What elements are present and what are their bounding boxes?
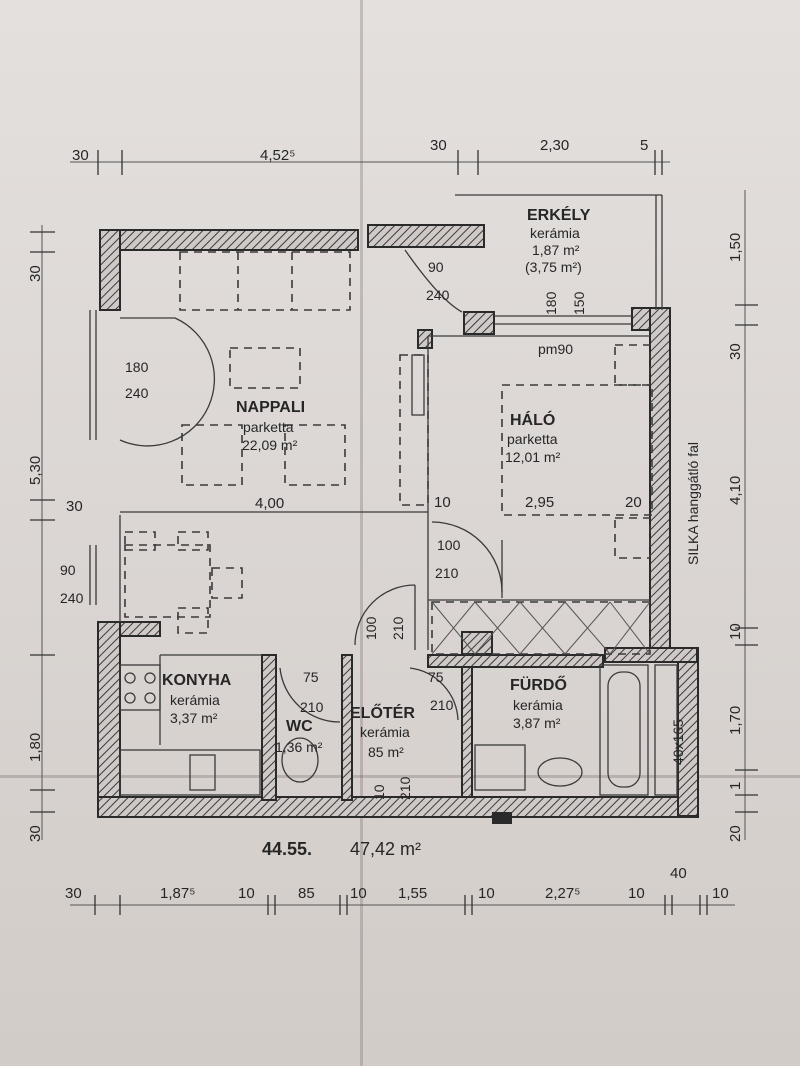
eloter-area: 85 m² (368, 744, 404, 760)
window-balcony-w: 180 (543, 291, 559, 315)
dim-right-0: 1,50 (727, 233, 744, 262)
wc-area: 1,36 m² (275, 739, 323, 755)
room-konyha: KONYHA kerámia 3,37 m² (162, 672, 232, 726)
wc-name: WC (286, 718, 313, 735)
room-halo: HÁLÓ parketta 12,01 m² (505, 410, 561, 465)
left-dimension-text: 30 5,30 30 1,80 30 (27, 265, 83, 842)
door-wc-h: 210 (300, 699, 324, 715)
halo-area: 12,01 m² (505, 449, 561, 465)
door-wc-w: 75 (303, 669, 319, 685)
window-konyha-h: 240 (60, 590, 84, 606)
dim-right-3: 10 (727, 623, 744, 640)
door-entrance-h: 210 (397, 776, 413, 800)
dim-int-2: 2,95 (525, 494, 554, 511)
door-entrance-w: 10 (371, 784, 387, 800)
dim-bottom-10: 10 (712, 885, 729, 902)
window-konyha-w: 90 (60, 562, 76, 578)
room-erkely: ERKÉLY kerámia 1,87 m² (3,75 m²) (525, 205, 591, 275)
dim-top-2: 30 (430, 137, 447, 154)
dim-right-5: 1 (727, 782, 744, 790)
room-eloter: ELŐTÉR kerámia 85 m² (350, 703, 415, 760)
dim-left-2: 30 (66, 498, 83, 515)
dim-bottom-3: 85 (298, 885, 315, 902)
dim-top-0: 30 (72, 147, 89, 164)
furdo-name: FÜRDŐ (510, 675, 567, 694)
walls (97, 224, 699, 818)
dim-top-4: 5 (640, 137, 648, 154)
furdo-area: 3,87 m² (513, 715, 561, 731)
window-nappali-w: 180 (125, 359, 149, 375)
pm-label: pm90 (538, 341, 573, 357)
dim-right-6: 20 (727, 825, 744, 842)
door-eloter-h: 210 (390, 616, 406, 640)
fold-horizontal (0, 775, 800, 778)
dim-left-0: 30 (27, 265, 44, 282)
door-halo-w: 100 (437, 537, 461, 553)
konyha-area: 3,37 m² (170, 710, 218, 726)
dim-bottom-0: 30 (65, 885, 82, 902)
eloter-floor: kerámia (360, 724, 410, 740)
window-nappali-h: 240 (125, 385, 149, 401)
dim-bottom-7: 2,27⁵ (545, 885, 580, 902)
erkely-area: 1,87 m² (532, 242, 580, 258)
dim-int-0: 4,00 (255, 495, 284, 512)
room-nappali: NAPPALI parketta 22,09 m² (236, 399, 305, 453)
dim-int-3: 20 (625, 494, 642, 511)
konyha-name: KONYHA (162, 672, 232, 689)
dim-right-2: 4,10 (727, 476, 744, 505)
nappali-area: 22,09 m² (242, 437, 298, 453)
dim-bottom-6: 10 (478, 885, 495, 902)
dim-right-4: 1,70 (727, 706, 744, 735)
dim-bottom-9: 40 (670, 865, 687, 882)
room-furdo: FÜRDŐ kerámia 3,87 m² (510, 675, 567, 731)
door-furdo-w: 75 (428, 669, 444, 685)
erkely-floor: kerámia (530, 225, 580, 241)
misc-labels: pm90 SILKA hanggátló fal 40x165 44.55. 4… (262, 341, 701, 859)
top-dimension-text: 30 4,52⁵ 30 2,30 5 (72, 137, 648, 164)
interior-dimension-text: 4,00 10 2,95 20 (255, 494, 642, 512)
dim-bottom-8: 10 (628, 885, 645, 902)
window-balcony-h: 150 (571, 291, 587, 315)
dim-bottom-4: 10 (350, 885, 367, 902)
dim-bottom-5: 1,55 (398, 885, 427, 902)
dim-left-1: 5,30 (27, 456, 44, 485)
dim-bottom-2: 10 (238, 885, 255, 902)
halo-floor: parketta (507, 431, 558, 447)
dim-top-3: 2,30 (540, 137, 569, 154)
dimension-lines (30, 150, 758, 915)
door-swings (119, 249, 503, 723)
interior-lines (89, 194, 663, 745)
konyha-floor: kerámia (170, 692, 220, 708)
door-erkely-h: 240 (426, 287, 450, 303)
door-furdo-h: 210 (430, 697, 454, 713)
dim-right-1: 30 (727, 343, 744, 360)
erkely-name: ERKÉLY (527, 205, 591, 224)
furniture (119, 251, 678, 824)
furdo-floor: kerámia (513, 697, 563, 713)
dim-left-4: 30 (27, 825, 44, 842)
dim-left-3: 1,80 (27, 733, 44, 762)
erkely-area2: (3,75 m²) (525, 259, 582, 275)
total-area-b: 47,42 m² (350, 839, 421, 859)
nappali-name: NAPPALI (236, 399, 305, 416)
nappali-floor: parketta (243, 419, 294, 435)
dim-bottom-1: 1,87⁵ (160, 885, 195, 902)
dim-int-1: 10 (434, 494, 451, 511)
halo-name: HÁLÓ (510, 410, 555, 429)
bath-size-label: 40x165 (670, 719, 686, 765)
eloter-name: ELŐTÉR (350, 703, 415, 722)
door-eloter-w: 100 (363, 616, 379, 640)
room-wc: WC 1,36 m² (275, 718, 323, 755)
bottom-dimension-text: 30 1,87⁵ 10 85 10 1,55 10 2,27⁵ 10 40 10 (65, 865, 729, 902)
total-area-a: 44.55. (262, 839, 312, 859)
silka-label: SILKA hanggátló fal (685, 442, 701, 565)
right-dimension-text: 1,50 30 4,10 10 1,70 1 20 (727, 233, 744, 842)
dim-top-1: 4,52⁵ (260, 147, 295, 164)
door-halo-h: 210 (435, 565, 459, 581)
fold-vertical (360, 0, 363, 1066)
door-erkely-w: 90 (428, 259, 444, 275)
door-labels: 90 240 180 240 90 240 100 210 100 210 75… (60, 259, 587, 800)
